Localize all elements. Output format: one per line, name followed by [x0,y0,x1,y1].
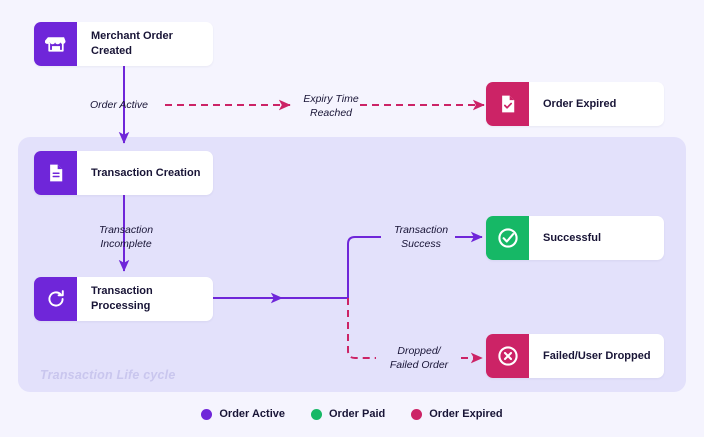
legend: Order Active Order Paid Order Expired [0,408,704,420]
legend-dot-icon [311,408,322,420]
edge-label-transaction-success: Transaction Success [393,224,449,250]
node-transaction-processing[interactable]: Transaction Processing [34,277,213,321]
edge-label-expiry-time-reached: Expiry Time Reached [303,93,359,119]
edge-label-order-active: Order Active [90,99,148,111]
storefront-icon [34,22,77,66]
legend-item-order-expired: Order Expired [411,408,503,420]
edge-label-transaction-incomplete: Transaction Incomplete [98,224,154,250]
transaction-lifecycle-label: Transaction Life cycle [40,368,176,382]
legend-label: Order Paid [329,408,386,420]
legend-dot-icon [201,408,213,420]
legend-item-order-paid: Order Paid [311,408,385,420]
refresh-icon [34,277,77,321]
node-merchant-order-created[interactable]: Merchant Order Created [34,22,213,66]
check-circle-icon [486,216,529,260]
document-icon [34,151,77,195]
node-order-expired[interactable]: Order Expired [486,82,664,126]
node-label: Order Expired [543,97,617,110]
node-label: Transaction Processing [91,285,153,312]
node-transaction-creation[interactable]: Transaction Creation [34,151,213,195]
legend-label: Order Active [219,408,285,420]
edge-label-dropped-failed-order: Dropped/ Failed Order [389,345,449,371]
node-successful[interactable]: Successful [486,216,664,260]
node-label: Successful [543,231,602,244]
node-label: Failed/User Dropped [543,349,651,362]
node-label: Transaction Creation [91,166,201,179]
legend-dot-icon [411,408,423,420]
legend-item-order-active: Order Active [201,408,285,420]
x-circle-icon [486,334,529,378]
document-check-icon [486,82,529,126]
node-label: Merchant Order Created [91,30,173,57]
legend-label: Order Expired [429,408,503,420]
node-failed-user-dropped[interactable]: Failed/User Dropped [486,334,664,378]
